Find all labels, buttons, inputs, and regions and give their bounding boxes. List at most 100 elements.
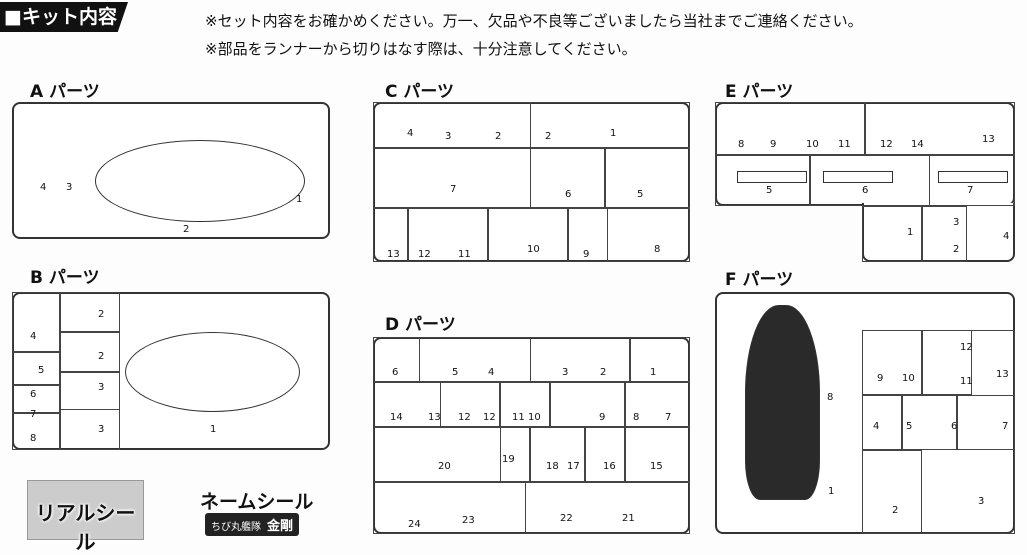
panel-f-title: F パーツ [725, 270, 794, 290]
part-number-c: 9 [583, 249, 590, 260]
runner-cell [373, 208, 408, 262]
hull-part-b1 [125, 332, 300, 412]
part-number-c: 5 [637, 189, 644, 200]
runner-cell [865, 102, 1015, 155]
note-handle-care: ※部品をランナーから切りはなす際は、十分注意してください。 [205, 40, 637, 58]
part-number-c: 6 [565, 189, 572, 200]
name-seal-label: ネームシール [200, 491, 314, 513]
part-number-c: 4 [407, 128, 414, 139]
part-number-d: 4 [488, 367, 495, 378]
runner-cell [922, 206, 967, 262]
part-number-c: 8 [654, 244, 661, 255]
part-number-f: 8 [827, 392, 834, 403]
part-number-b: 1 [210, 424, 217, 435]
part-number-e: 6 [862, 185, 869, 196]
part-number-f: 4 [873, 421, 880, 432]
runner-cell [625, 382, 690, 427]
part-number-d: 3 [562, 367, 569, 378]
runner-cell [525, 482, 690, 534]
part-number-d: 15 [650, 461, 663, 472]
part-number-d: 8 [633, 412, 640, 423]
part-number-f: 10 [902, 373, 915, 384]
part-number-f: 7 [1002, 421, 1009, 432]
runner-cell [500, 427, 530, 482]
part-number-d: 13 [428, 412, 441, 423]
runner-cell [12, 292, 60, 352]
part-number-d: 19 [502, 454, 515, 465]
kit-contents-title: ■キット内容 [0, 2, 128, 32]
part-number-d: 18 [546, 461, 559, 472]
badge-ship: 金剛 [267, 519, 294, 534]
runner-cell [862, 395, 902, 450]
runner-cell [605, 148, 690, 208]
part-number-c: 3 [445, 131, 452, 142]
part-number-f: 6 [951, 421, 958, 432]
part-number-e: 11 [838, 139, 851, 150]
part-number-d: 22 [560, 513, 573, 524]
panel-d-frame [373, 337, 690, 534]
runner-cell [810, 155, 930, 206]
hull-part-a2 [95, 140, 305, 222]
part-number-d: 17 [567, 461, 580, 472]
part-number-e: 13 [982, 134, 995, 145]
runner-cell [922, 330, 972, 395]
part-number-d: 21 [622, 513, 635, 524]
runner-cell [12, 352, 60, 385]
runner-cell [862, 330, 922, 395]
part-number-e: 12 [880, 139, 893, 150]
part-number-f: 2 [892, 505, 899, 516]
plate-part-e [737, 171, 807, 183]
part-number-d: 16 [603, 461, 616, 472]
runner-cell [12, 385, 60, 413]
part-number-e: 3 [953, 217, 960, 228]
runner-cell [373, 337, 420, 382]
part-number-b: 6 [30, 389, 37, 400]
part-number-e: 2 [953, 244, 960, 255]
part-number-d: 2 [600, 367, 607, 378]
part-number-c: 1 [610, 128, 617, 139]
part-number-d: 12 [458, 412, 471, 423]
part-number-d: 20 [438, 461, 451, 472]
runner-cell [550, 382, 625, 427]
part-number-c: 2 [495, 131, 502, 142]
part-number-b: 2 [98, 309, 105, 320]
badge-series: ちび丸艦隊 [211, 522, 261, 533]
panel-c-title: C パーツ [385, 82, 455, 102]
part-number-c: 10 [527, 244, 540, 255]
runner-cell [12, 413, 60, 450]
part-number-b: 7 [30, 409, 37, 420]
runner-cell [60, 332, 120, 372]
part-number-c: 11 [458, 249, 471, 260]
part-number-c: 13 [387, 249, 400, 260]
runner-cell [862, 206, 922, 262]
part-number-b: 2 [98, 351, 105, 362]
part-number-d: 5 [452, 367, 459, 378]
part-number-f: 9 [877, 373, 884, 384]
part-number-e: 9 [770, 139, 777, 150]
part-number-d: 14 [390, 412, 403, 423]
runner-cell [408, 208, 488, 262]
runner-cell [862, 450, 922, 534]
part-number-e: 1 [907, 227, 914, 238]
part-number-b: 5 [38, 365, 45, 376]
runner-cell [902, 395, 957, 450]
runner-cell [488, 208, 568, 262]
part-number-c: 7 [450, 184, 457, 195]
part-number-e: 14 [911, 139, 924, 150]
runner-cell [530, 102, 690, 148]
runner-cell [715, 155, 810, 206]
plate-part-e [938, 171, 1008, 183]
panel-d-title: D パーツ [385, 315, 456, 335]
part-number-f: 11 [960, 376, 973, 387]
real-seal-label: リアルシール [35, 501, 136, 554]
part-number-e: 8 [738, 139, 745, 150]
part-number-d: 6 [392, 367, 399, 378]
name-seal-badge: ちび丸艦隊金剛 [205, 513, 300, 536]
deck-part-f8 [745, 305, 820, 500]
part-number-d: 1 [650, 367, 657, 378]
runner-cell [957, 395, 1015, 450]
part-number-c: 2 [545, 131, 552, 142]
part-number-a: 1 [296, 194, 303, 205]
part-number-e: 7 [967, 185, 974, 196]
part-number-f: 1 [828, 486, 835, 497]
